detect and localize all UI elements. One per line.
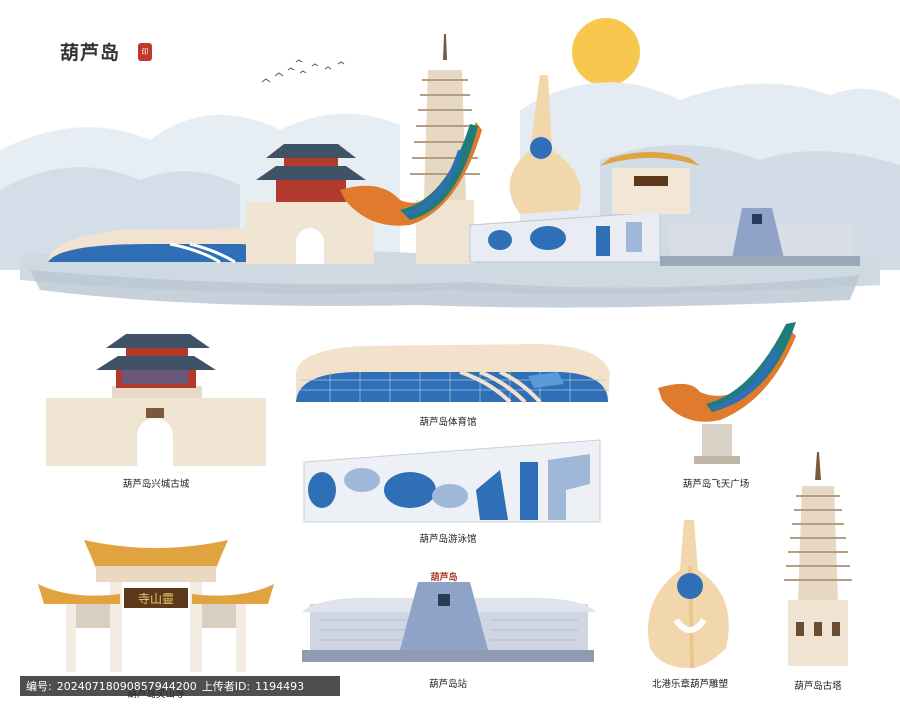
uploader-label: 上传者ID: — [201, 680, 251, 693]
lingshan-temple-gate — [38, 540, 274, 672]
seal-stamp: 印 — [138, 43, 152, 61]
id-label: 编号: — [26, 680, 52, 693]
city-title: 葫芦岛 — [60, 42, 121, 64]
top-gym — [48, 228, 290, 264]
station-building — [302, 582, 596, 662]
xingcheng-gate — [46, 334, 266, 466]
station-sign-text: 葫芦岛 — [430, 571, 457, 583]
top-sculpture — [509, 75, 581, 214]
gourd-sculpture — [648, 520, 729, 669]
top-feitian-ribbon — [340, 122, 482, 226]
top-pool — [469, 211, 661, 263]
top-city-gate — [246, 144, 374, 264]
gym-building — [296, 344, 610, 404]
ancient-pagoda — [784, 452, 852, 666]
image-info-bar: 编号: 20240718090857944200 上传者ID: 1194493 — [20, 676, 340, 696]
feitian-sculpture — [658, 322, 796, 464]
caption-xingcheng: 葫芦岛兴城古城 — [122, 479, 190, 490]
uploader-value: 1194493 — [255, 679, 305, 693]
birds-left — [261, 59, 345, 83]
id-value: 20240718090857944200 — [56, 679, 197, 693]
caption-pagoda: 葫芦岛古塔 — [794, 681, 842, 692]
sun — [572, 18, 640, 86]
caption-pool: 葫芦岛游泳馆 — [419, 534, 477, 545]
pool-building — [303, 439, 601, 523]
caption-feitian: 葫芦岛飞天广场 — [682, 479, 750, 490]
caption-station: 葫芦岛站 — [428, 679, 468, 690]
top-station — [660, 208, 860, 266]
caption-gym: 葫芦岛体育馆 — [419, 417, 477, 428]
top-temple-gate — [600, 152, 700, 214]
temple-plaque-text: 寺山靈 — [138, 592, 174, 606]
caption-sculpture: 北港乐章葫芦雕塑 — [651, 679, 729, 690]
